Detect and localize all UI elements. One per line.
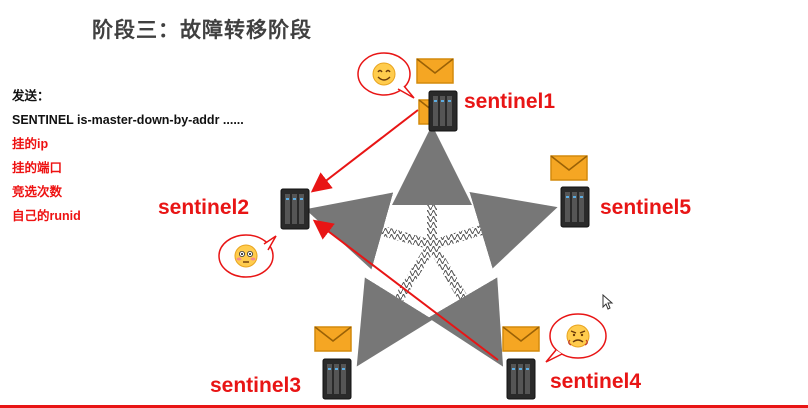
notes-command: SENTINEL is-master-down-by-addr ...... (12, 113, 244, 127)
link-hub-sentinel2 (305, 192, 434, 270)
notes-item: 挂的端口 (12, 161, 63, 175)
bottom-accent-bar (0, 405, 808, 408)
notes-item: 竞选次数 (12, 185, 63, 199)
angry-emoji-icon (566, 324, 590, 348)
speech-bubble-sentinel4 (544, 310, 610, 369)
speech-bubble-sentinel2 (214, 232, 278, 287)
flushed-emoji-icon (234, 244, 258, 268)
notes-item: 自己的runid (12, 209, 81, 223)
node-label-sentinel3: sentinel3 (210, 374, 302, 397)
link-hub-sentinel3 (356, 242, 437, 367)
envelope-icon (550, 155, 588, 181)
vote-arrow-sentinel4-to-sentinel2 (312, 219, 499, 361)
server-icon (428, 90, 458, 132)
link-hub-sentinel5 (430, 191, 558, 269)
envelope-icon (502, 326, 540, 352)
server-icon (560, 186, 590, 228)
node-label-sentinel5: sentinel5 (600, 196, 692, 219)
notes-item: 挂的ip (12, 137, 49, 151)
node-label-sentinel4: sentinel4 (550, 370, 642, 393)
smile-emoji-icon (372, 62, 396, 86)
envelope-icon (416, 58, 454, 84)
server-icon (322, 358, 352, 400)
message-notes: 发送： SENTINEL is-master-down-by-addr ....… (12, 84, 244, 228)
notes-heading: 发送： (12, 89, 50, 103)
server-icon (506, 358, 536, 400)
server-icon (280, 188, 310, 230)
page-title: 阶段三：故障转移阶段 (92, 19, 312, 42)
speech-bubble-sentinel1 (354, 50, 418, 107)
vote-arrow-sentinel1-to-sentinel2 (310, 109, 419, 193)
envelope-icon (314, 326, 352, 352)
link-hub-sentinel4 (427, 242, 504, 367)
node-label-sentinel2: sentinel2 (158, 196, 250, 219)
mouse-cursor-icon (602, 293, 614, 315)
node-label-sentinel1: sentinel1 (464, 90, 556, 113)
